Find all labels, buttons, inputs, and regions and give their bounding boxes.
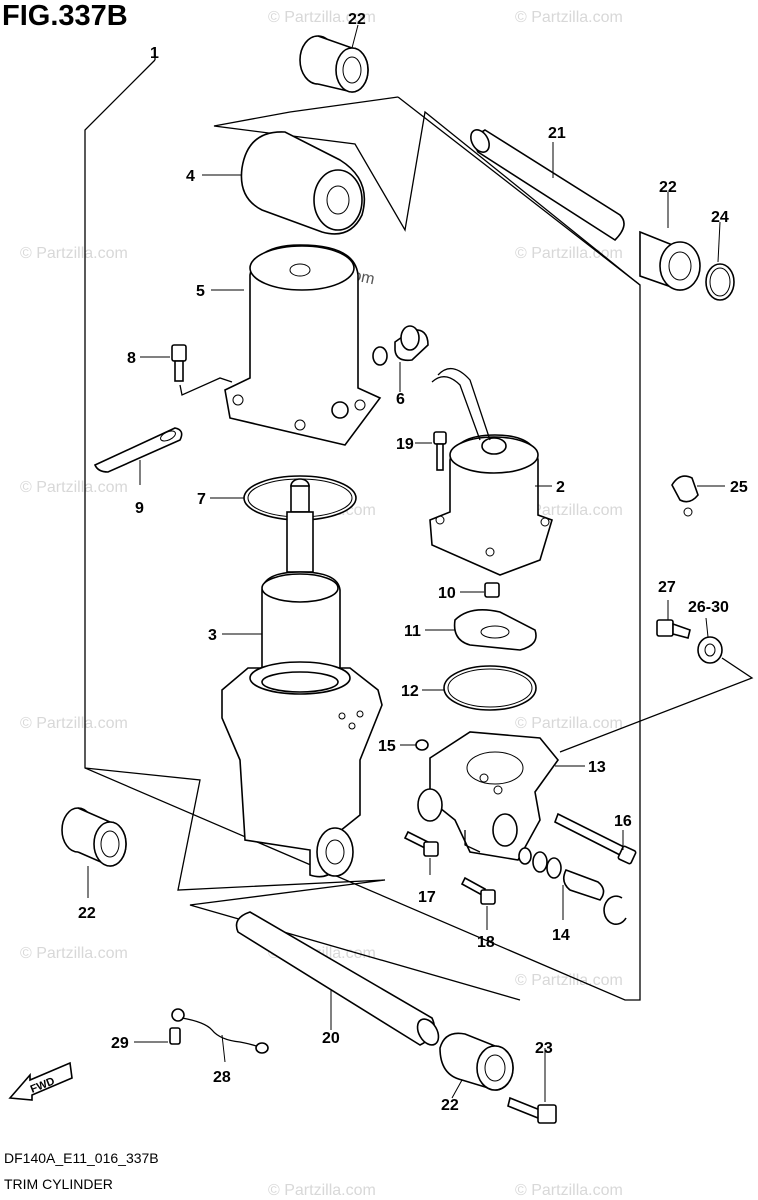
part-label-14: 14	[552, 927, 570, 944]
part-label-22: 22	[348, 11, 366, 28]
part-label-22: 22	[78, 905, 96, 922]
housing-5	[224, 244, 382, 446]
bolt-19	[433, 431, 447, 471]
o-ring-15	[415, 739, 429, 751]
part-label-26-30: 26-30	[688, 599, 729, 616]
watermark: © Partzilla.com	[20, 479, 128, 496]
pin-20	[235, 911, 440, 1046]
clip-25	[671, 475, 699, 517]
ground-wire-28	[171, 1008, 269, 1054]
bolt-18	[460, 876, 496, 905]
part-label-22: 22	[659, 179, 677, 196]
bolt-16	[553, 812, 637, 865]
part-label-6: 6	[396, 391, 405, 408]
snap-ring-24	[705, 263, 735, 301]
part-label-25: 25	[730, 479, 748, 496]
part-label-1: 1	[150, 45, 159, 62]
bolt-17	[403, 830, 439, 857]
part-label-19: 19	[396, 436, 414, 453]
bolt-27	[656, 619, 691, 639]
watermark: © Partzilla.com	[515, 972, 623, 989]
watermark: © Partzilla.com	[20, 245, 128, 262]
part-label-8: 8	[127, 350, 136, 367]
bolt-8	[171, 344, 233, 396]
figure-caption: TRIM CYLINDER	[4, 1176, 113, 1192]
valve-14	[518, 847, 627, 925]
part-label-23: 23	[535, 1040, 553, 1057]
part-label-13: 13	[588, 759, 606, 776]
part-label-2: 2	[556, 479, 565, 496]
drawing-code: DF140A_E11_016_337B	[4, 1150, 159, 1166]
part-label-12: 12	[401, 683, 419, 700]
watermark: © Partzilla.com	[20, 715, 128, 732]
trim-cylinder-3	[221, 478, 383, 878]
part-label-10: 10	[438, 585, 456, 602]
leader-lines	[87, 24, 725, 1102]
bolt-23	[507, 1096, 557, 1124]
o-ring-12	[443, 665, 537, 711]
watermark: © Partzilla.com	[515, 1182, 623, 1199]
watermark: © Partzilla.com	[515, 9, 623, 26]
bushing-22-left	[61, 807, 127, 867]
part-label-27: 27	[658, 579, 676, 596]
part-label-21: 21	[548, 125, 566, 142]
part-label-20: 20	[322, 1030, 340, 1047]
watermark: © Partzilla.com	[268, 1182, 376, 1199]
part-label-9: 9	[135, 500, 144, 517]
part-label-15: 15	[378, 738, 396, 755]
bushing-22-top	[299, 35, 369, 93]
motor-2	[429, 368, 553, 576]
watermark: © Partzilla.com	[268, 9, 376, 26]
pin-21	[470, 129, 625, 242]
part-label-16: 16	[614, 813, 632, 830]
part-label-11: 11	[404, 623, 421, 640]
part-label-24: 24	[711, 209, 729, 226]
screw-29	[169, 1027, 181, 1045]
part-label-17: 17	[418, 889, 436, 906]
part-label-29: 29	[111, 1035, 129, 1052]
bushing-22-bottom	[439, 1032, 514, 1091]
part-labels: 22 1 4 21 22 24 5 8 6 19 9 7 2 25 27 26-…	[78, 11, 748, 1114]
fwd-arrow: FWD	[8, 1061, 73, 1101]
plug-10	[484, 582, 500, 598]
part-label-7: 7	[197, 491, 206, 508]
watermark: © Partzilla.com	[515, 715, 623, 732]
part-label-18: 18	[477, 934, 495, 951]
part-label-4: 4	[186, 168, 195, 185]
cylinder-cap-4	[240, 131, 366, 235]
bracket-9	[93, 427, 183, 473]
part-label-3: 3	[208, 627, 217, 644]
watermark: © Partzilla.com	[20, 945, 128, 962]
figure-title: FIG.337B	[2, 0, 128, 32]
washer-26-30	[559, 636, 754, 753]
watermark: © Partzilla.com	[515, 502, 623, 519]
part-label-5: 5	[196, 283, 205, 300]
bushing-22-right	[639, 230, 701, 291]
fitting-6	[372, 325, 429, 366]
manifold-13	[417, 731, 560, 861]
part-label-28: 28	[213, 1069, 231, 1086]
plate-11	[453, 609, 537, 651]
part-label-22: 22	[441, 1097, 459, 1114]
